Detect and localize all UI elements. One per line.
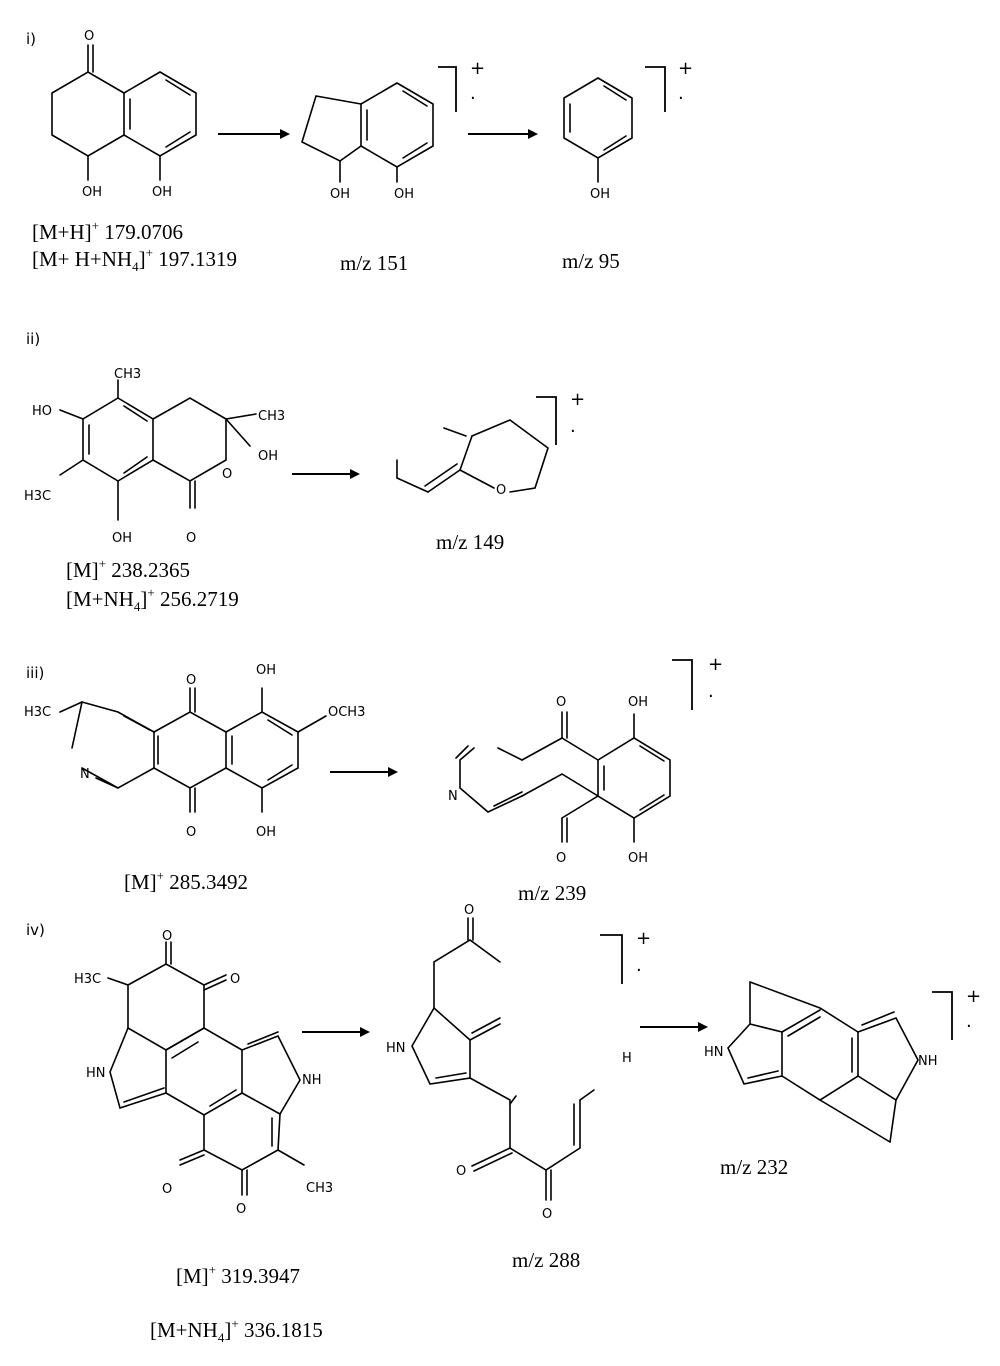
charge-sign: + bbox=[570, 389, 585, 410]
atom-label: OH bbox=[256, 825, 276, 840]
atom-label: O bbox=[84, 29, 94, 44]
section-label-i: i) bbox=[26, 30, 36, 48]
ion-mass-label: [M+NH4]+ 336.1815 bbox=[150, 1316, 323, 1345]
mz-label: m/z 149 bbox=[436, 530, 504, 554]
structure-iv-precursor: O H3C O HN NH O CH3 O bbox=[74, 929, 333, 1217]
atom-label: NH bbox=[302, 1073, 322, 1088]
reaction-arrow bbox=[302, 1027, 370, 1037]
mz-label: m/z 239 bbox=[518, 881, 586, 905]
atom-label: HN bbox=[386, 1041, 406, 1056]
charge-sign: + bbox=[966, 986, 981, 1007]
atom-label: OCH3 bbox=[328, 705, 365, 720]
reaction-arrow bbox=[468, 129, 538, 139]
atom-label: OH bbox=[394, 187, 414, 202]
mz-label: m/z 232 bbox=[720, 1155, 788, 1179]
structure-iii-fragment-239: N O OH O OH + · bbox=[448, 654, 723, 866]
structure-iv-fragment-288: O HN O O H + · bbox=[386, 903, 651, 1222]
mz-label: m/z 95 bbox=[562, 249, 620, 273]
radical-dot: · bbox=[708, 686, 714, 707]
ion-mass-label: [M]+ 285.3492 bbox=[124, 868, 248, 894]
atom-label: O bbox=[542, 1207, 552, 1222]
section-label-iv: iv) bbox=[26, 921, 45, 939]
atom-label: O bbox=[496, 483, 506, 498]
atom-label: HN bbox=[86, 1066, 106, 1081]
structure-ii-precursor: CH3 HO CH3 OH H3C O OH O bbox=[24, 367, 285, 546]
atom-label: OH bbox=[112, 531, 132, 546]
mz-label: m/z 151 bbox=[340, 251, 408, 275]
atom-label: H3C bbox=[24, 705, 51, 720]
structure-iii-precursor: H3C N O OH OCH3 O OH bbox=[24, 663, 365, 840]
atom-label: HO bbox=[32, 404, 52, 419]
ion-mass-label: [M+ H+NH4]+ 197.1319 bbox=[32, 245, 237, 274]
atom-label: O bbox=[236, 1202, 246, 1217]
atom-label: O bbox=[464, 903, 474, 918]
atom-label: O bbox=[230, 972, 240, 987]
charge-sign: + bbox=[708, 654, 723, 675]
reaction-arrow bbox=[640, 1022, 708, 1032]
atom-label: O bbox=[186, 825, 196, 840]
atom-label: CH3 bbox=[306, 1181, 333, 1196]
atom-label: NH bbox=[918, 1054, 938, 1069]
section-label-iii: iii) bbox=[26, 664, 44, 682]
ion-mass-label: [M+H]+ 179.0706 bbox=[32, 218, 183, 244]
atom-label: CH3 bbox=[114, 367, 141, 382]
radical-dot: · bbox=[470, 88, 476, 109]
atom-label: CH3 bbox=[258, 409, 285, 424]
structure-i-fragment-95: OH + · bbox=[563, 58, 693, 202]
atom-label: O bbox=[186, 531, 196, 546]
atom-label: OH bbox=[258, 449, 278, 464]
atom-label: O bbox=[162, 929, 172, 944]
atom-label: OH bbox=[82, 185, 102, 200]
atom-label: OH bbox=[330, 187, 350, 202]
atom-label: O bbox=[222, 467, 232, 482]
structure-iv-fragment-232: HN NH + · bbox=[704, 981, 981, 1143]
charge-sign: + bbox=[470, 58, 485, 79]
atom-label: OH bbox=[256, 663, 276, 678]
mz-label: m/z 288 bbox=[512, 1248, 580, 1272]
reaction-arrow bbox=[330, 767, 398, 777]
radical-dot: · bbox=[678, 88, 684, 109]
structure-i-precursor: O OH OH bbox=[51, 29, 197, 200]
atom-label: N bbox=[448, 789, 458, 804]
radical-dot: · bbox=[570, 421, 576, 442]
ion-mass-label: [M]+ 319.3947 bbox=[176, 1262, 300, 1288]
atom-label: O bbox=[556, 851, 566, 866]
ion-mass-label: [M+NH4]+ 256.2719 bbox=[66, 585, 239, 614]
atom-label: OH bbox=[628, 851, 648, 866]
charge-sign: + bbox=[678, 58, 693, 79]
section-label-ii: ii) bbox=[26, 330, 40, 348]
reaction-arrow bbox=[218, 129, 290, 139]
atom-label: OH bbox=[628, 695, 648, 710]
atom-label: H bbox=[622, 1051, 632, 1066]
atom-label: O bbox=[556, 695, 566, 710]
structure-i-fragment-151: OH OH + · bbox=[301, 58, 485, 202]
atom-label: OH bbox=[152, 185, 172, 200]
radical-dot: · bbox=[966, 1016, 972, 1037]
atom-label: O bbox=[162, 1182, 172, 1197]
charge-sign: + bbox=[636, 928, 651, 949]
atom-label: OH bbox=[590, 187, 610, 202]
radical-dot: · bbox=[636, 960, 642, 981]
structure-ii-fragment-149: O + · bbox=[396, 389, 585, 498]
atom-label: O bbox=[186, 673, 196, 688]
atom-label: O bbox=[456, 1164, 466, 1179]
atom-label: H3C bbox=[74, 972, 101, 987]
reaction-arrow bbox=[292, 469, 360, 479]
atom-label: N bbox=[80, 767, 90, 782]
ion-mass-label: [M]+ 238.2365 bbox=[66, 556, 190, 582]
atom-label: HN bbox=[704, 1045, 724, 1060]
atom-label: H3C bbox=[24, 489, 51, 504]
